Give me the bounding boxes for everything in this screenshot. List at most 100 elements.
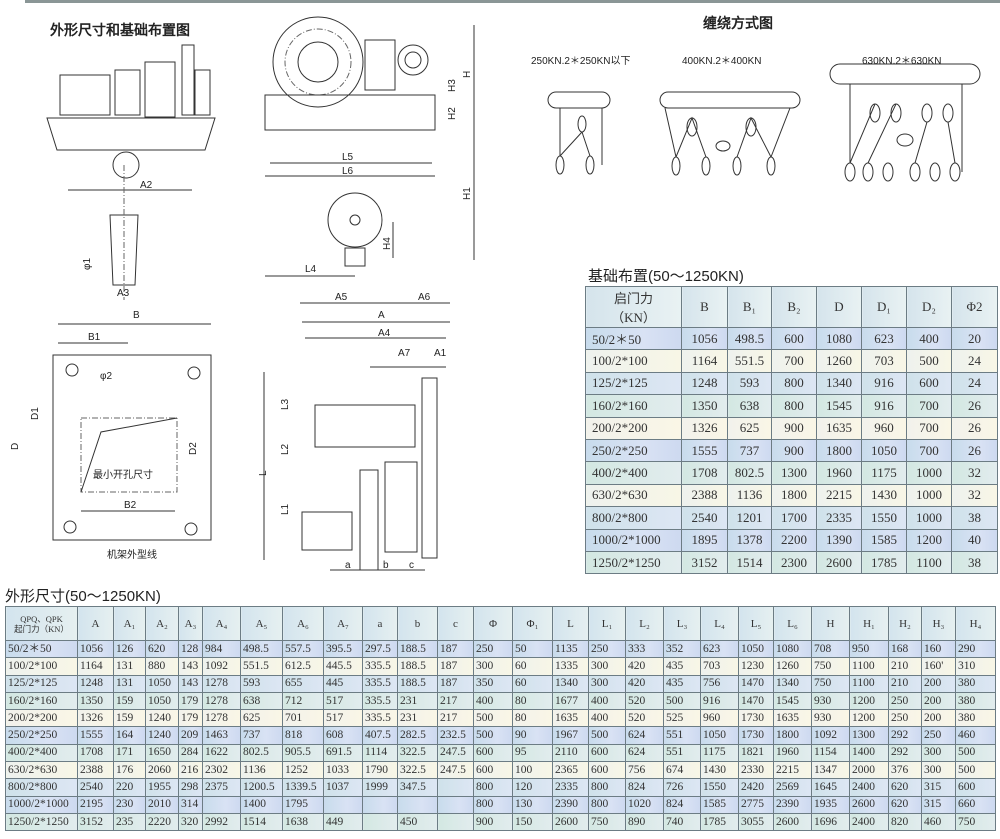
dimensions-cell: 1967 bbox=[552, 726, 589, 745]
dimensions-cell: 1335 bbox=[552, 657, 589, 676]
foundation-cell: 700 bbox=[906, 438, 952, 463]
dimensions-cell: 600 bbox=[473, 761, 513, 780]
foundation-cell: 2600 bbox=[816, 550, 862, 575]
dimensions-cell: 660 bbox=[955, 795, 996, 814]
dimensions-cell: 220 bbox=[113, 778, 146, 797]
dimensions-cell: 708 bbox=[811, 639, 850, 659]
dimensions-cell: 131 bbox=[113, 674, 146, 693]
label-A2: A2 bbox=[140, 180, 153, 191]
dimensions-cell: 131 bbox=[113, 657, 146, 676]
dimensions-header-cell: H₁ bbox=[849, 606, 889, 641]
foundation-plan-drawing: B B1 φ2 D1 D D2 最小开孔尺寸 B2 机架外型线 bbox=[10, 310, 212, 561]
dimensions-cell: 290 bbox=[955, 639, 996, 659]
dimensions-cell: 460 bbox=[955, 726, 996, 745]
foundation-title: 基础布置(50～1250KN) bbox=[588, 268, 744, 285]
dimensions-cell: 1175 bbox=[700, 743, 739, 763]
dimensions-cell: 2569 bbox=[773, 778, 812, 797]
dimensions-cell: 187 bbox=[437, 657, 474, 676]
dimensions-cell: 450 bbox=[397, 812, 438, 832]
dimensions-cell: 1230 bbox=[738, 657, 774, 676]
foundation-cell: 1700 bbox=[771, 506, 817, 530]
dimensions-cell: 960 bbox=[700, 709, 739, 728]
dimensions-cell: 1708 bbox=[77, 743, 114, 763]
label-D: D bbox=[10, 443, 21, 450]
dimensions-cell: 3152 bbox=[77, 812, 114, 832]
dimensions-cell: 2375 bbox=[202, 778, 241, 797]
foundation-header-cell: B bbox=[681, 286, 728, 328]
dimensions-cell: 1470 bbox=[738, 691, 774, 711]
dimensions-cell: 916 bbox=[700, 691, 739, 711]
dimensions-cell: 188.5 bbox=[397, 674, 438, 693]
dimensions-cell: 740 bbox=[663, 812, 701, 832]
dimensions-cell: 1650 bbox=[145, 743, 179, 763]
winding-label-400: 400KN.2＊400KN bbox=[682, 56, 762, 67]
dimensions-cell: 1430 bbox=[700, 761, 739, 780]
label-phi2: φ2 bbox=[100, 371, 112, 382]
winding-label-630: 630KN.2＊630KN bbox=[862, 56, 942, 67]
dimensions-cell: 2330 bbox=[738, 761, 774, 780]
dimensions-cell: 701 bbox=[282, 709, 324, 728]
dimensions-header-cell: H₄ bbox=[955, 606, 996, 641]
dimensions-header-cell: c bbox=[437, 606, 474, 641]
dimensions-cell: 593 bbox=[240, 674, 283, 693]
dimensions-cell: 500 bbox=[473, 726, 513, 745]
foundation-cell: 960 bbox=[861, 416, 907, 440]
label-B2: B2 bbox=[124, 500, 137, 511]
dimensions-header-cell: a bbox=[362, 606, 398, 641]
dimensions-cell: 300 bbox=[473, 657, 513, 676]
dimensions-cell: 517 bbox=[323, 691, 363, 711]
dimensions-cell: 460 bbox=[921, 812, 956, 832]
dimensions-cell: 1200.5 bbox=[240, 778, 283, 797]
foundation-cell: 498.5 bbox=[727, 326, 772, 351]
dimensions-cell: 210 bbox=[888, 657, 922, 676]
dimensions-cell: 247.5 bbox=[437, 743, 474, 763]
dimensions-cell: 159 bbox=[113, 709, 146, 728]
dimensions-cell: 2388 bbox=[77, 761, 114, 780]
dimensions-header-cell: L₅ bbox=[738, 606, 774, 641]
dimensions-cell: 300 bbox=[921, 743, 956, 763]
dimensions-cell: 800 bbox=[588, 778, 626, 797]
dimensions-cell: 1935 bbox=[811, 795, 850, 814]
dimensions-cell: 712 bbox=[282, 691, 324, 711]
dimensions-cell: 984 bbox=[202, 639, 241, 659]
dimensions-cell: 335.5 bbox=[362, 657, 398, 676]
dimensions-cell: 210 bbox=[888, 674, 922, 693]
dimensions-cell: 1278 bbox=[202, 691, 241, 711]
dimensions-cell: 1300 bbox=[849, 726, 889, 745]
dimensions-cell: 380 bbox=[955, 691, 996, 711]
foundation-row-label: 200/2*200 bbox=[585, 416, 682, 440]
label-min-hole: 最小开孔尺寸 bbox=[93, 468, 153, 481]
dimensions-cell: 900 bbox=[473, 812, 513, 832]
dimensions-cell: 333 bbox=[625, 639, 664, 659]
foundation-cell: 1635 bbox=[816, 416, 862, 440]
foundation-header-cell: 启门力（KN） bbox=[585, 286, 682, 328]
dimensions-cell: 1960 bbox=[773, 743, 812, 763]
foundation-cell: 26 bbox=[951, 416, 998, 440]
label-L1: L1 bbox=[280, 503, 291, 515]
dimensions-cell bbox=[437, 812, 474, 832]
dimensions-cell: 1240 bbox=[145, 709, 179, 728]
foundation-cell: 900 bbox=[771, 416, 817, 440]
foundation-cell: 24 bbox=[951, 371, 998, 396]
dimensions-cell: 608 bbox=[323, 726, 363, 745]
dimensions-cell: 322.5 bbox=[397, 743, 438, 763]
dimensions-cell: 230 bbox=[113, 795, 146, 814]
dimensions-cell: 292 bbox=[888, 726, 922, 745]
foundation-cell: 1201 bbox=[727, 506, 772, 530]
dimensions-header-cell: L₂ bbox=[625, 606, 664, 641]
dimensions-cell bbox=[437, 795, 474, 814]
foundation-cell: 1550 bbox=[861, 506, 907, 530]
dimensions-cell bbox=[362, 812, 398, 832]
dimensions-cell: 80 bbox=[512, 691, 553, 711]
dimensions-row-label: 125/2*125 bbox=[5, 674, 78, 693]
dimensions-cell: 200 bbox=[921, 691, 956, 711]
dimensions-cell: 2365 bbox=[552, 761, 589, 780]
dimensions-cell: 95 bbox=[512, 743, 553, 763]
label-D2: D2 bbox=[188, 442, 199, 455]
dimensions-cell: 2540 bbox=[77, 778, 114, 797]
